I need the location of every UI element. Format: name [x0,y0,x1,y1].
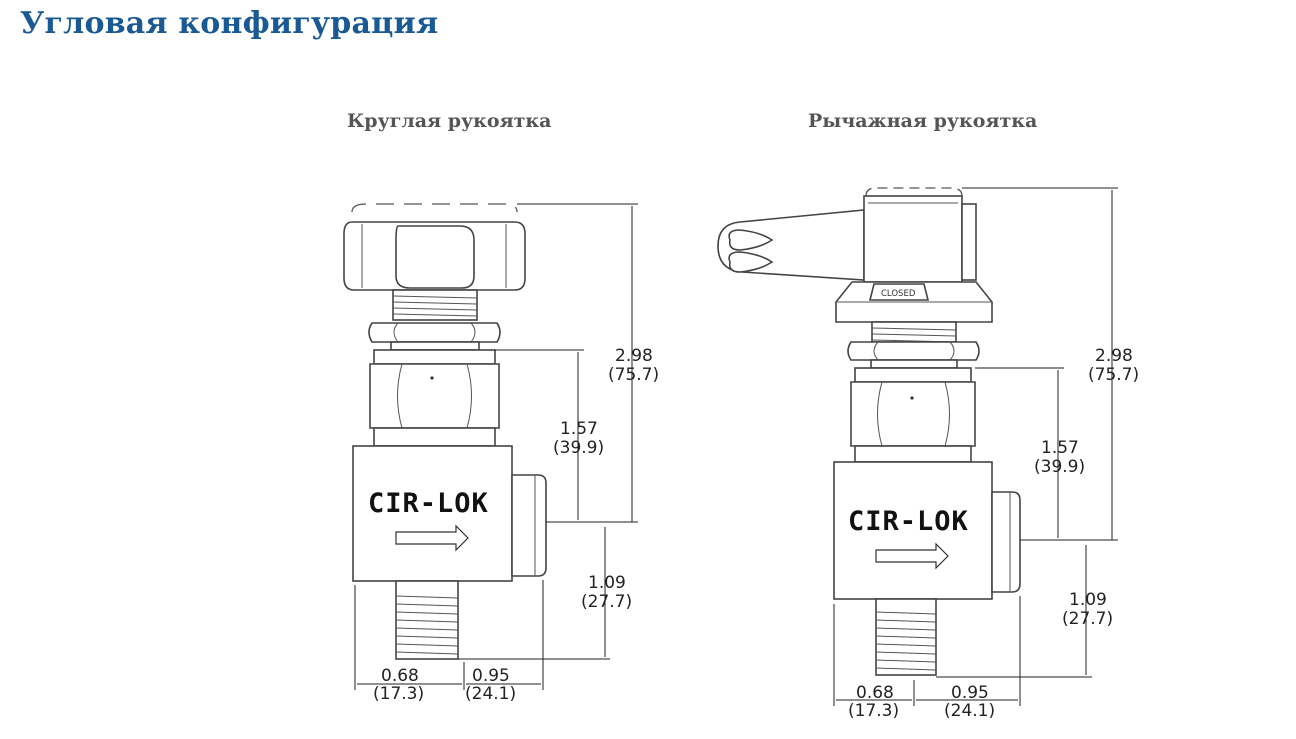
closed-label: CLOSED [881,289,916,299]
left-dimension-lines [354,203,638,690]
lever-top-outline [865,187,963,197]
right-width-right-mm: (24.1) [944,701,995,721]
right-dimension-lines [833,187,1118,706]
right-lower-dim-mm: (27.7) [1062,609,1113,629]
lever-packing-nut [847,341,980,361]
left-lower-dim-mm: (27.7) [581,592,632,612]
lever-hub [863,195,977,283]
round-handle-valve: CIR-LOK 2.98 (75.7) 1.57 (39.9) 1.09 (27… [343,203,659,704]
right-upper-dim-mm: (39.9) [1034,457,1085,477]
bottom-thread-port [395,580,459,660]
right-width-right-in: 0.95 [951,683,989,703]
left-upper-dim-mm: (39.9) [553,438,604,458]
lever-stem-threads [871,321,957,343]
lever-bonnet-hex [850,367,976,463]
packing-nut [368,322,501,343]
right-width-left-mm: (17.3) [848,701,899,721]
left-total-dim-in: 2.98 [615,346,653,366]
lever-stem-collar [870,359,958,369]
stem-threads [392,289,478,321]
round-handle-knob [343,221,526,291]
right-width-left-in: 0.68 [856,683,894,703]
lever-bottom-thread-port [875,598,937,676]
handle-top-outline [351,203,518,213]
left-width-left-in: 0.68 [381,666,419,686]
right-lower-dim-in: 1.09 [1069,590,1107,610]
lever-handle-valve: CLOSED CIR-LOK [717,187,1139,721]
lever-valve-body: CIR-LOK [833,461,1021,600]
brand-logo: CIR-LOK [368,488,489,519]
flow-arrow [395,524,469,552]
round-handle-title: Круглая рукоятка [347,110,552,132]
left-lower-dim-in: 1.09 [588,573,626,593]
left-width-left-mm: (17.3) [373,684,424,704]
page-title: Угловая конфигурация [20,6,439,41]
lever-brand-logo: CIR-LOK [848,506,969,537]
bonnet-hex [369,349,500,447]
left-upper-dim-in: 1.57 [560,419,598,439]
left-width-right-mm: (24.1) [465,684,516,704]
lever-arm [717,209,865,281]
right-total-dim-in: 2.98 [1095,346,1133,366]
left-width-right-in: 0.95 [472,666,510,686]
left-total-dim-mm: (75.7) [608,365,659,385]
right-upper-dim-in: 1.57 [1041,438,1079,458]
right-total-dim-mm: (75.7) [1088,365,1139,385]
lever-handle-title: Рычажная рукоятка [808,110,1038,132]
valve-body: CIR-LOK [352,445,547,582]
lever-flow-arrow [875,542,949,570]
stem-collar [390,341,480,351]
handle-collar: CLOSED [835,281,993,323]
